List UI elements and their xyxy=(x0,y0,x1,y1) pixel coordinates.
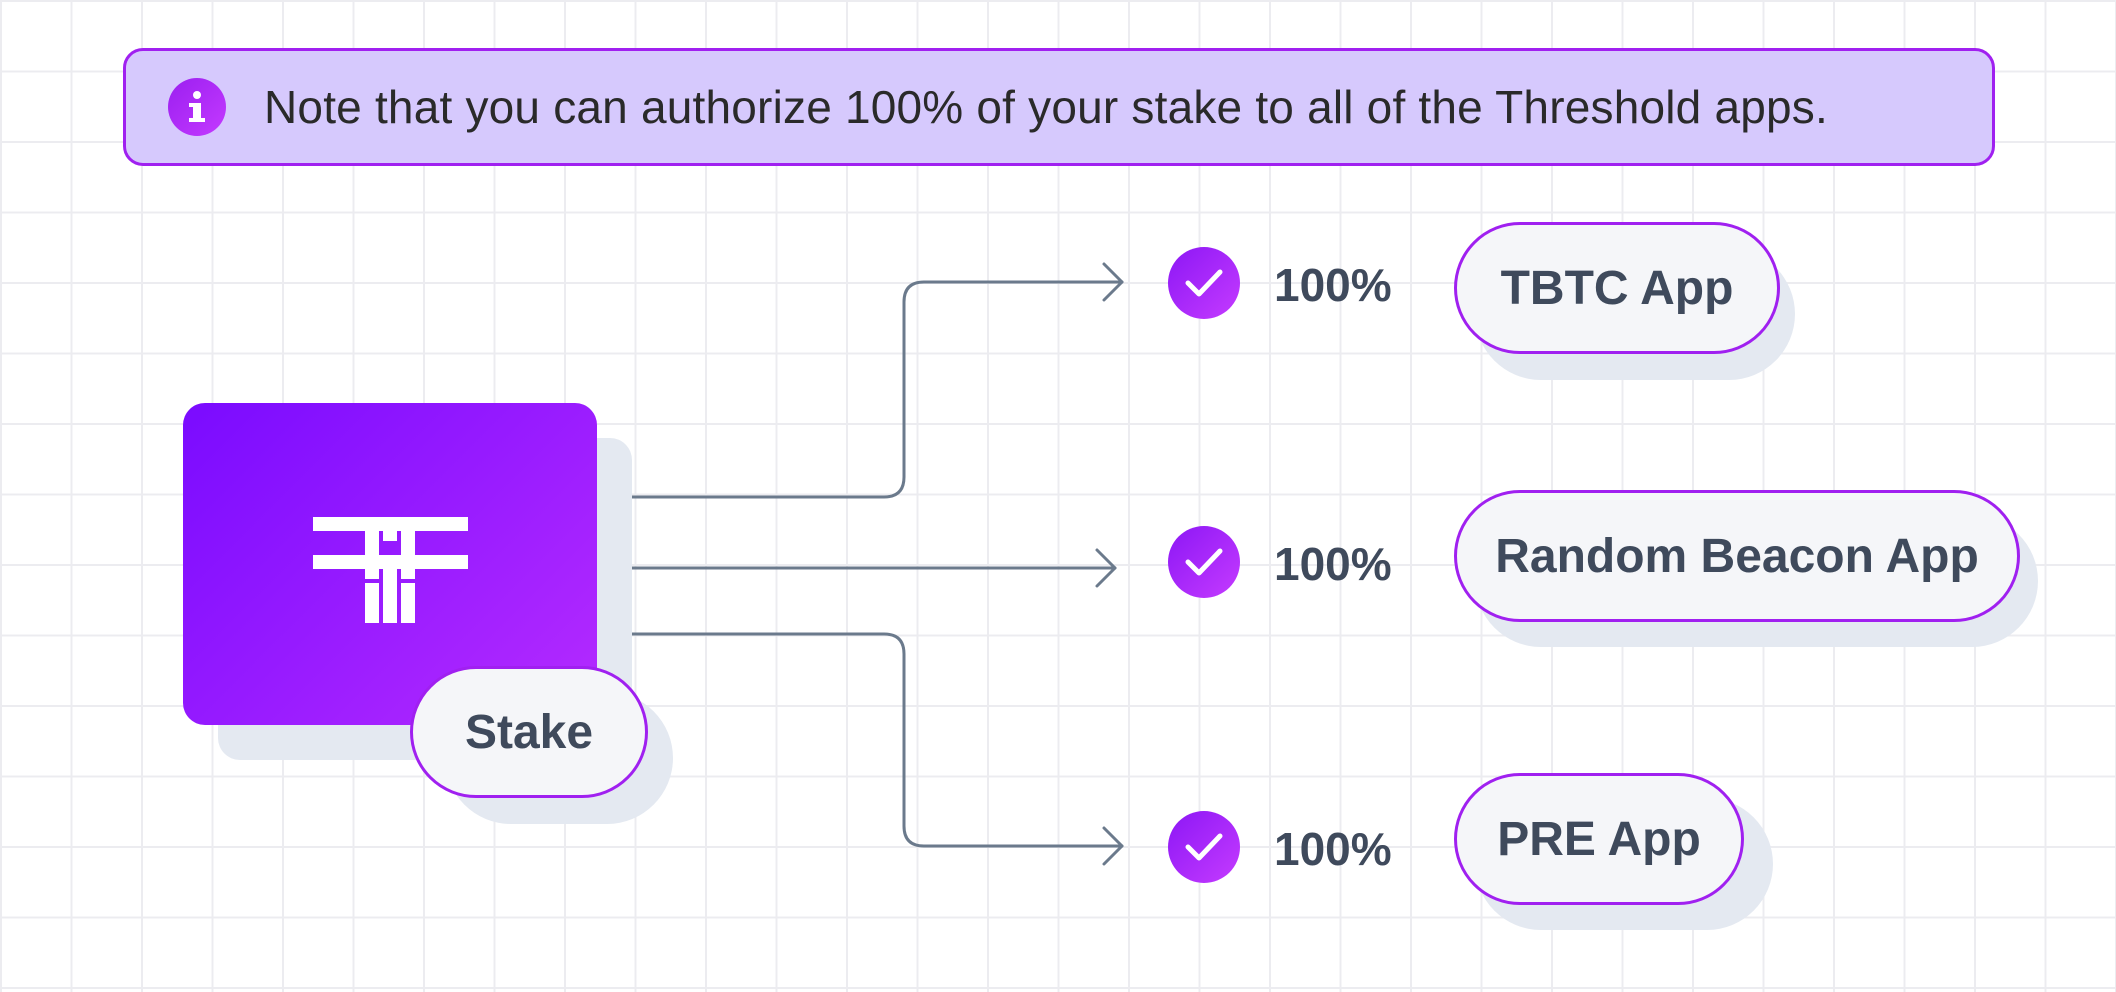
percent-random-beacon: 100% xyxy=(1274,538,1392,590)
info-note: Note that you can authorize 100% of your… xyxy=(123,48,1995,166)
percent-tbtc: 100% xyxy=(1274,259,1392,311)
threshold-logo xyxy=(313,517,468,623)
arrowhead-tbtc xyxy=(1102,262,1124,302)
check-icon-random-beacon xyxy=(1168,526,1240,598)
note-text: Note that you can authorize 100% of your… xyxy=(264,81,1828,133)
stake-pill: Stake xyxy=(410,666,648,798)
pre-app-pill: PRE App xyxy=(1454,773,1744,905)
info-icon xyxy=(168,78,226,136)
percent-pre: 100% xyxy=(1274,823,1392,875)
arrowhead-random-beacon xyxy=(1095,548,1117,588)
check-icon-pre xyxy=(1168,811,1240,883)
connector-tbtc xyxy=(596,280,1124,499)
tbtc-app-pill: TBTC App xyxy=(1454,222,1780,354)
connector-pre xyxy=(596,632,1124,848)
arrowhead-pre xyxy=(1102,826,1124,866)
check-icon-tbtc xyxy=(1168,247,1240,319)
random-beacon-app-pill: Random Beacon App xyxy=(1454,490,2020,622)
